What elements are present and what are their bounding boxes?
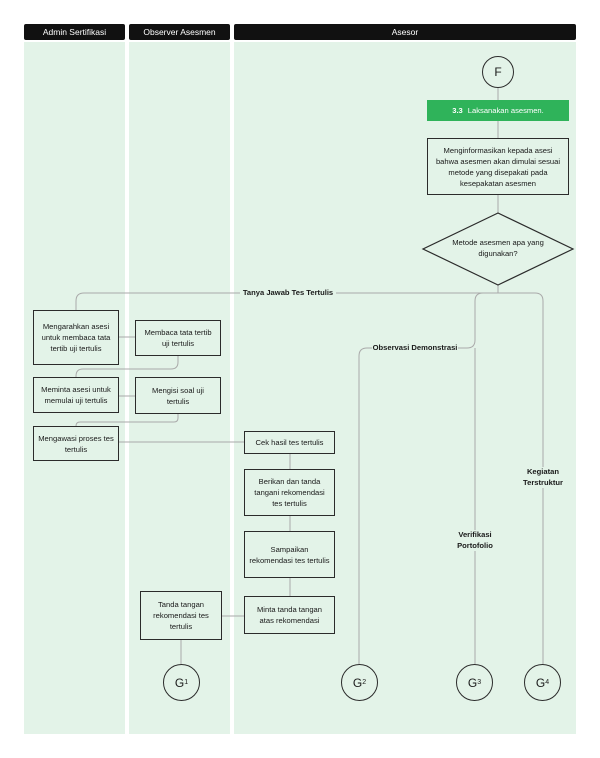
branch-written-label: Tanya Jawab Tes Tertulis (240, 288, 336, 299)
box-observer-sign: Tanda tangan rekomendasi tes tertulis (140, 591, 222, 640)
box-deliver-recommendation: Sampaikan rekomendasi tes tertulis (244, 531, 335, 578)
lane-header-asesor: Asesor (234, 24, 576, 40)
connector-fill-to-supervise (75, 414, 179, 427)
branch-structured-label: Kegiatan Terstruktur (519, 467, 567, 489)
lane-header-admin: Admin Sertifikasi (24, 24, 125, 40)
box-observer-fill: Mengisi soal uji tertulis (135, 377, 221, 414)
box-sign-recommendation: Berikan dan tanda tangani rekomendasi te… (244, 469, 335, 516)
lane-header-observer: Observer Asesmen (129, 24, 230, 40)
box-request-signature: Minta tanda tangan atas rekomendasi (244, 596, 335, 634)
connector-f-label: F (494, 65, 502, 79)
connector-f: F (482, 56, 514, 88)
box-admin-direct: Mengarahkan asesi untuk membaca tata ter… (33, 310, 119, 365)
branch-portfolio-label: Verifikasi Portofolio (454, 530, 496, 552)
box-observer-read: Membaca tata tertib uji tertulis (135, 320, 221, 356)
step-number: 3.3 (452, 106, 463, 115)
connector-branch-observation (358, 292, 498, 664)
step-3-3: 3.3 Laksanakan asesmen. (427, 100, 569, 121)
box-check-result: Cek hasil tes tertulis (244, 431, 335, 454)
decision-diamond (421, 212, 575, 286)
box-admin-supervise: Mengawasi proses tes tertulis (33, 426, 119, 461)
connector-branch-written (75, 292, 498, 310)
box-inform-asesi: Menginformasikan kepada asesi bahwa ases… (427, 138, 569, 195)
connector-read-to-start (75, 356, 179, 377)
branch-observation-label: Observasi Demonstrasi (372, 343, 458, 354)
step-title: Laksanakan asesmen. (467, 106, 544, 115)
decision-text: Metode asesmen apa yang digunakan? (452, 238, 544, 258)
box-admin-start: Meminta asesi untuk memulai uji tertulis (33, 377, 119, 413)
connector-branch-structured (498, 292, 544, 664)
